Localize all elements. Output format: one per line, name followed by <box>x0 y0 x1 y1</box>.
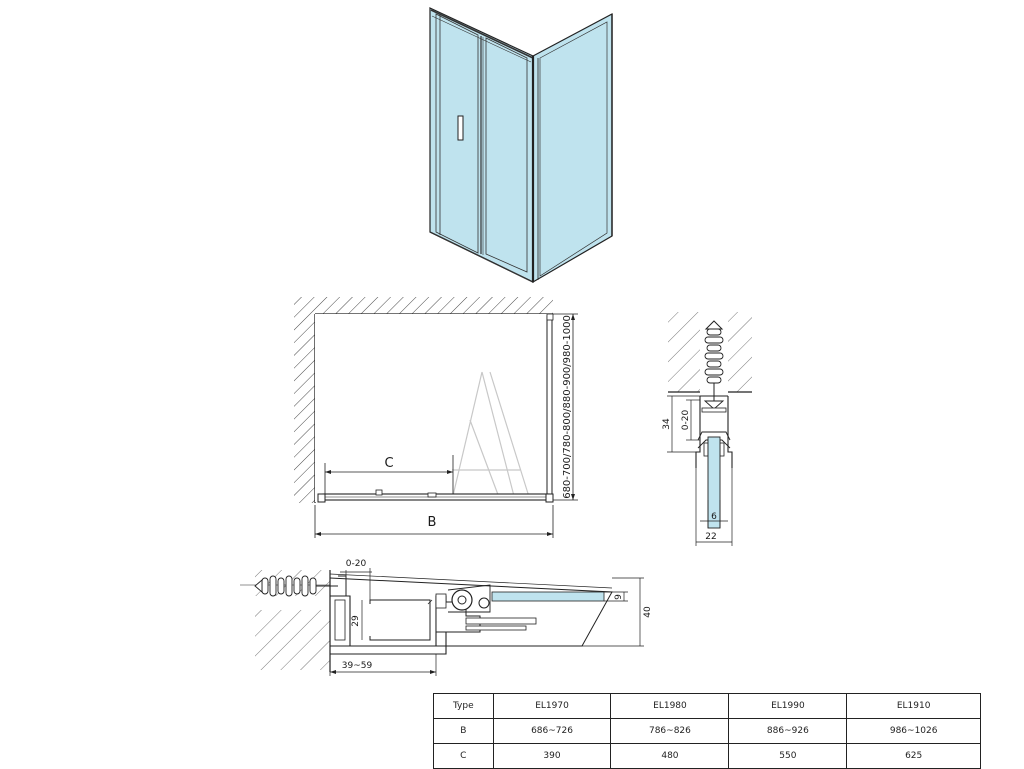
profile-detail: 0-20 34 6 22 <box>662 312 752 546</box>
table-row: C 390 480 550 625 <box>433 743 981 769</box>
dimension-rail-profile-height: 29 <box>351 615 361 627</box>
glass-pane-section <box>491 591 605 602</box>
table-cell: C <box>433 743 494 769</box>
wall-anchor-icon <box>704 328 724 384</box>
dimension-rail-adjust: 0-20 <box>346 559 367 569</box>
plan-view: C B 680-700/780-800/880-900/980-1000 <box>294 297 578 538</box>
table-cell: EL1990 <box>728 693 848 719</box>
dimension-rail-width-range: 39~59 <box>342 661 373 671</box>
dimension-profile-width: 22 <box>705 532 716 542</box>
table-row: B 686~726 786~826 886~926 986~1026 <box>433 718 981 744</box>
table-cell: 550 <box>728 743 848 769</box>
dimension-profile-adjust: 0-20 <box>681 410 691 431</box>
dimension-rail-gap: 9 <box>614 594 624 600</box>
table-cell: 480 <box>610 743 730 769</box>
table-cell: 986~1026 <box>846 718 981 744</box>
door-handle-icon <box>457 115 464 141</box>
table-cell: EL1970 <box>492 693 612 719</box>
table-cell: 390 <box>492 743 612 769</box>
table-cell: 625 <box>846 743 981 769</box>
dimension-rail-total-height: 40 <box>643 606 653 618</box>
table-cell: Type <box>433 693 494 719</box>
rail-section: 0-20 29 9 40 39~59 <box>240 559 653 676</box>
dimension-c-label: C <box>384 456 393 471</box>
table-cell: EL1910 <box>846 693 981 719</box>
spec-table: Type EL1970 EL1980 EL1990 EL1910 B 686~7… <box>433 693 981 769</box>
side-panel-glass <box>532 13 613 284</box>
table-header-row: Type EL1970 EL1980 EL1990 EL1910 <box>433 693 981 719</box>
dimension-profile-height: 34 <box>662 418 672 430</box>
table-cell: B <box>433 718 494 744</box>
dimension-depth-label: 680-700/780-800/880-900/980-1000 <box>562 315 573 499</box>
enclosure-3d-view <box>429 7 613 284</box>
dimension-glass-thickness: 6 <box>711 512 717 522</box>
table-cell: EL1980 <box>610 693 730 719</box>
table-cell: 686~726 <box>492 718 612 744</box>
table-cell: 886~926 <box>728 718 848 744</box>
table-cell: 786~826 <box>610 718 730 744</box>
dimension-b-label: B <box>428 515 437 530</box>
watermark-logo <box>451 371 531 501</box>
wall-anchor-horizontal-icon <box>261 575 317 597</box>
glass-pane <box>707 436 721 529</box>
